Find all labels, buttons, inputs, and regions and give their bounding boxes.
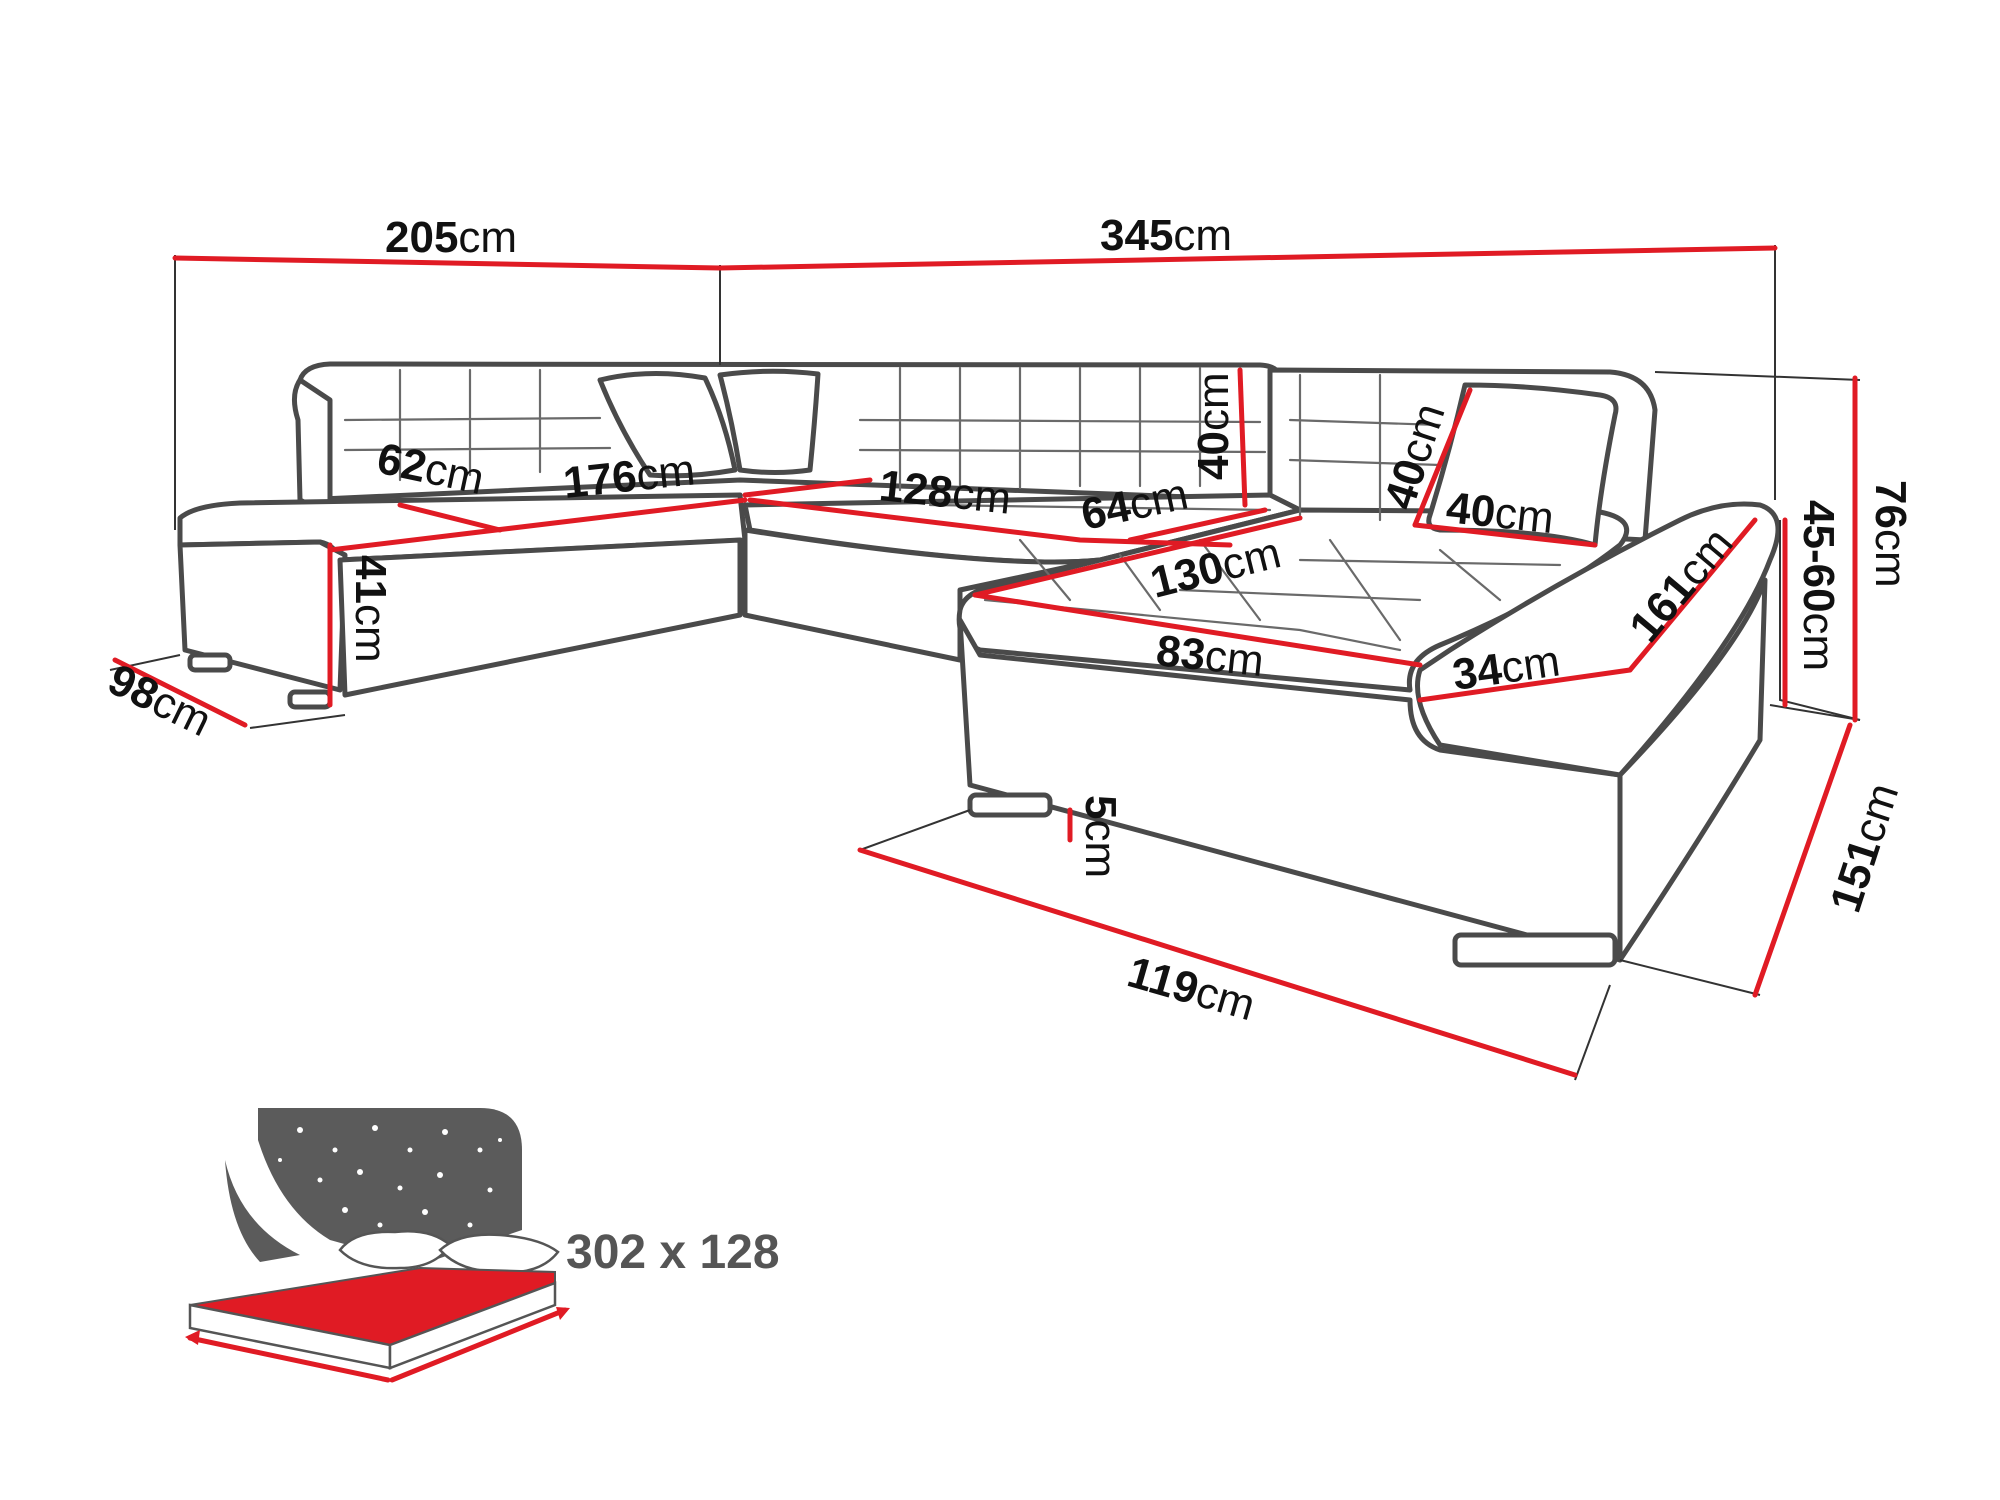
label-40-cushion-w: 40cm xyxy=(1444,483,1556,543)
line-64 xyxy=(1127,507,1268,543)
line-40-back xyxy=(1237,367,1248,508)
night-sky-curve xyxy=(225,1160,300,1262)
label-205: 205cm xyxy=(385,213,517,262)
label-345: 345cm xyxy=(1100,211,1232,260)
sofa-right-armrest-side xyxy=(1617,577,1768,963)
line-34 xyxy=(1417,667,1633,703)
line-151 xyxy=(1752,722,1853,998)
sofa-left-base-side xyxy=(337,537,743,698)
star-icons xyxy=(253,1125,502,1228)
label-151: 151cm xyxy=(1821,777,1908,918)
line-345 xyxy=(717,245,1778,271)
bed-pillow-left xyxy=(338,1230,452,1270)
pillow-left-2 xyxy=(717,368,821,475)
line-98 xyxy=(112,657,248,728)
bed-width-arrow xyxy=(389,1307,568,1383)
foot-left-1 xyxy=(187,652,233,673)
label-34: 34cm xyxy=(1450,636,1563,699)
label-41: 41cm xyxy=(346,555,395,663)
line-130 xyxy=(972,515,1303,598)
label-76: 76cm xyxy=(1866,480,1915,588)
pillow-left-1 xyxy=(597,370,738,479)
label-64: 64cm xyxy=(1077,469,1192,539)
line-83 xyxy=(972,592,1423,668)
label-119: 119cm xyxy=(1122,948,1260,1031)
line-40-cushion-w xyxy=(1412,522,1598,548)
label-83: 83cm xyxy=(1154,626,1266,686)
sofa-left-armrest xyxy=(292,377,333,518)
label-40-back: 40cm xyxy=(1189,372,1238,480)
label-128: 128cm xyxy=(877,461,1013,524)
guide-lines xyxy=(109,245,1861,1081)
label-176: 176cm xyxy=(561,445,697,508)
bed-size-label: 302 x 128 xyxy=(566,1226,780,1279)
bed-length-arrow xyxy=(187,1335,391,1383)
line-205 xyxy=(172,255,723,271)
foot-chaise-2 xyxy=(1452,932,1618,968)
line-128 xyxy=(742,477,873,498)
sleeping-area-icon: 302 x 128 xyxy=(185,1108,780,1383)
foot-chaise-1 xyxy=(967,792,1053,818)
dimension-lines xyxy=(112,245,1858,1078)
bed-pillow-right xyxy=(438,1233,560,1274)
foot-left-2 xyxy=(287,689,333,710)
line-62 xyxy=(397,502,503,533)
sofa-drawing xyxy=(177,361,1781,968)
line-40-cushion-h xyxy=(1412,387,1473,528)
line-128b xyxy=(747,497,1233,548)
line-176 xyxy=(327,497,748,553)
night-sky-panel xyxy=(258,1108,522,1265)
label-62: 62cm xyxy=(373,434,488,504)
label-5: 5cm xyxy=(1076,795,1125,878)
tufting-seams xyxy=(343,366,1562,642)
label-45-60: 45-60cm xyxy=(1794,500,1843,671)
bed-base-side xyxy=(388,1281,557,1370)
sofa-chaise-seat xyxy=(956,507,1630,693)
line-161 xyxy=(1627,517,1758,673)
chaise-front-seam xyxy=(983,598,1402,652)
line-119 xyxy=(857,847,1578,1078)
sofa-right-armrest xyxy=(1415,501,1781,778)
